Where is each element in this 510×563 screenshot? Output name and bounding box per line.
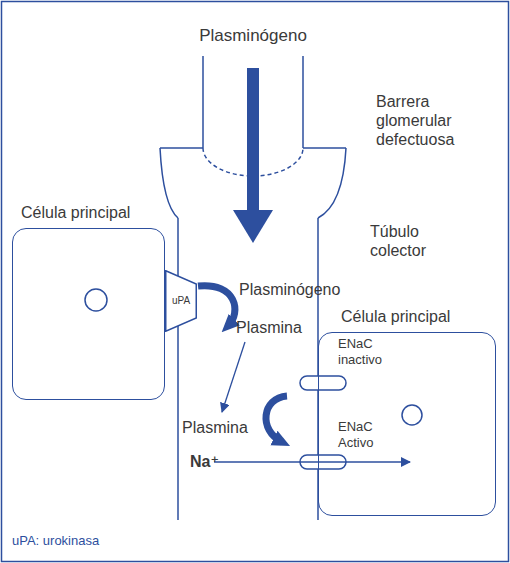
- nucleus: [85, 289, 107, 311]
- cell-box: Célula principal: [12, 228, 165, 400]
- annotation-label: Plasminógeno: [180, 26, 326, 46]
- annotation-label: uPA: urokinasa: [12, 533, 212, 549]
- enzyme-label: uPA: [165, 294, 197, 308]
- annotation-label: Plasmina: [182, 418, 272, 437]
- activation-arrow: [266, 396, 287, 442]
- nucleus: [402, 405, 422, 425]
- conversion-arrow: [198, 286, 235, 326]
- annotation-label: Na⁺: [190, 452, 230, 471]
- annotation-label: Plasminógeno: [239, 280, 349, 299]
- annotation-label: ENaC inactivo: [338, 336, 400, 367]
- annotation-label: Túbulo colector: [370, 222, 450, 260]
- cell-heading: Célula principal: [341, 308, 501, 326]
- cell-heading: Célula principal: [21, 204, 171, 222]
- flow-arrow: [222, 342, 245, 412]
- filtration-arrow: [233, 68, 273, 243]
- annotation-label: ENaC Activo: [338, 419, 388, 450]
- enac-channel: [300, 376, 346, 390]
- sodium-arrow: [214, 461, 410, 462]
- trapezoid-outline: [166, 271, 197, 332]
- annotation-label: Barrera glomerular defectuosa: [376, 92, 491, 150]
- enzyme-shape: uPA: [165, 270, 197, 332]
- annotation-label: Plasmina: [236, 318, 326, 337]
